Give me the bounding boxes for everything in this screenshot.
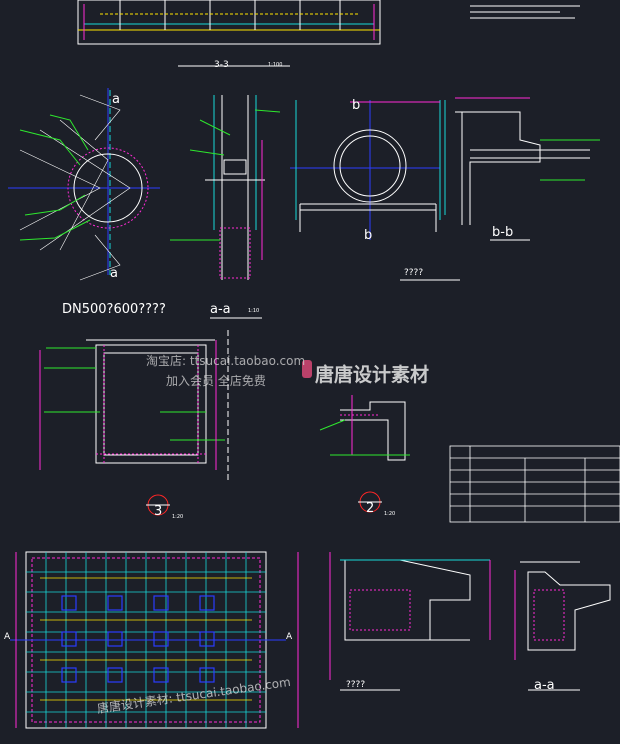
section-a-a-detail xyxy=(170,95,281,319)
bottom-channel-detail xyxy=(329,552,491,691)
detail-3-box-section xyxy=(39,330,229,516)
axis-a-top: a xyxy=(112,92,120,107)
axis-b-bottom: b xyxy=(364,228,373,243)
section-b-b-detail xyxy=(444,97,600,241)
watermark-shop-line: 淘宝店: ttsucai.taobao.com xyxy=(146,354,306,368)
watermark-member-line: 加入会员 全店免费 xyxy=(166,374,266,388)
axis-b-top: b xyxy=(352,98,361,113)
circular-opening-plan xyxy=(8,88,160,281)
axis-a-bottom: a xyxy=(110,266,118,281)
watermark-logo-icon xyxy=(302,360,312,378)
section-3-3-title: 3-3 xyxy=(214,60,229,70)
bottom-section-a-a-title: a-a xyxy=(534,678,555,693)
watermark-brand: 唐唐设计素材 xyxy=(315,364,430,386)
section-b-b-title: b-b xyxy=(492,225,514,240)
title-block xyxy=(449,445,620,523)
section-3-3-scale: 1:100 xyxy=(268,62,283,68)
detail-2-number: 2 xyxy=(366,501,375,516)
circular-opening-section-b xyxy=(290,100,460,281)
dn-label: DN500?600???? xyxy=(62,302,166,317)
detail-3-number: 3 xyxy=(154,504,163,519)
plan-axis-right: A xyxy=(286,632,293,642)
section-a-a-scale: 1:10 xyxy=(248,308,260,314)
bottom-detail-label: ???? xyxy=(346,680,366,690)
detail-2-scale: 1:20 xyxy=(384,511,396,517)
slab-reinforcement-plan xyxy=(10,551,299,729)
detail-pipe-label: ???? xyxy=(404,268,424,278)
detail-3-scale: 1:20 xyxy=(172,514,184,520)
bottom-section-a-a xyxy=(514,561,611,691)
plan-axis-left: A xyxy=(4,632,11,642)
section-3-3-elevation xyxy=(77,0,580,67)
section-a-a-title: a-a xyxy=(210,302,231,317)
detail-2-step-section xyxy=(319,395,410,513)
